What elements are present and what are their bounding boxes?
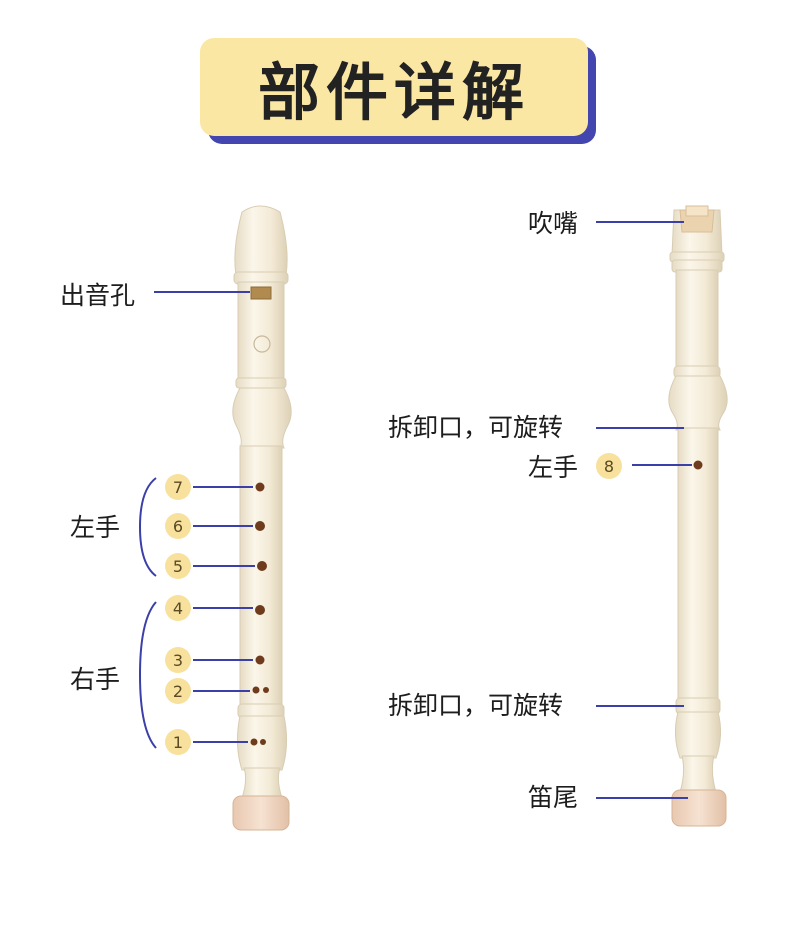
- svg-text:1: 1: [173, 733, 183, 752]
- right-head-body: [676, 270, 718, 370]
- svg-text:6: 6: [173, 517, 183, 536]
- badge-1: 1: [165, 729, 248, 755]
- label-mouthpiece: 吹嘴: [528, 209, 578, 238]
- left-hole-6: [255, 521, 265, 531]
- left-recorder: [233, 206, 291, 830]
- label-foot: 笛尾: [528, 783, 578, 812]
- left-hole-7: [256, 483, 265, 492]
- right-recorder: [669, 206, 727, 826]
- label-left-hand: 左手: [70, 513, 120, 542]
- left-mouthpiece: [235, 206, 287, 275]
- badge-2: 2: [165, 678, 250, 704]
- right-top-joint: [669, 376, 727, 430]
- svg-text:4: 4: [173, 599, 183, 618]
- svg-text:7: 7: [173, 478, 183, 497]
- left-hole-1b: [260, 739, 266, 745]
- left-hole-1a: [251, 739, 258, 746]
- svg-text:3: 3: [173, 651, 183, 670]
- label-right-left-hand: 左手: [528, 453, 578, 482]
- left-hole-2a: [253, 687, 260, 694]
- label-joint-bottom: 拆卸口，可旋转: [388, 691, 563, 720]
- left-hole-5: [257, 561, 267, 571]
- left-hole-4: [255, 605, 265, 615]
- left-sound-hole: [251, 287, 271, 299]
- right-foot: [672, 790, 726, 826]
- label-sound-hole: 出音孔: [60, 281, 135, 310]
- svg-text:2: 2: [173, 682, 183, 701]
- brace-left-hand: [140, 478, 156, 576]
- brace-right-hand: [140, 602, 156, 748]
- left-hole-3: [256, 656, 265, 665]
- left-hole-2b: [263, 687, 269, 693]
- right-hole-8: [694, 461, 703, 470]
- left-foot: [233, 796, 289, 830]
- svg-text:8: 8: [604, 457, 614, 476]
- svg-text:5: 5: [173, 557, 183, 576]
- label-joint-top: 拆卸口，可旋转: [388, 413, 563, 442]
- label-right-hand: 右手: [70, 665, 120, 694]
